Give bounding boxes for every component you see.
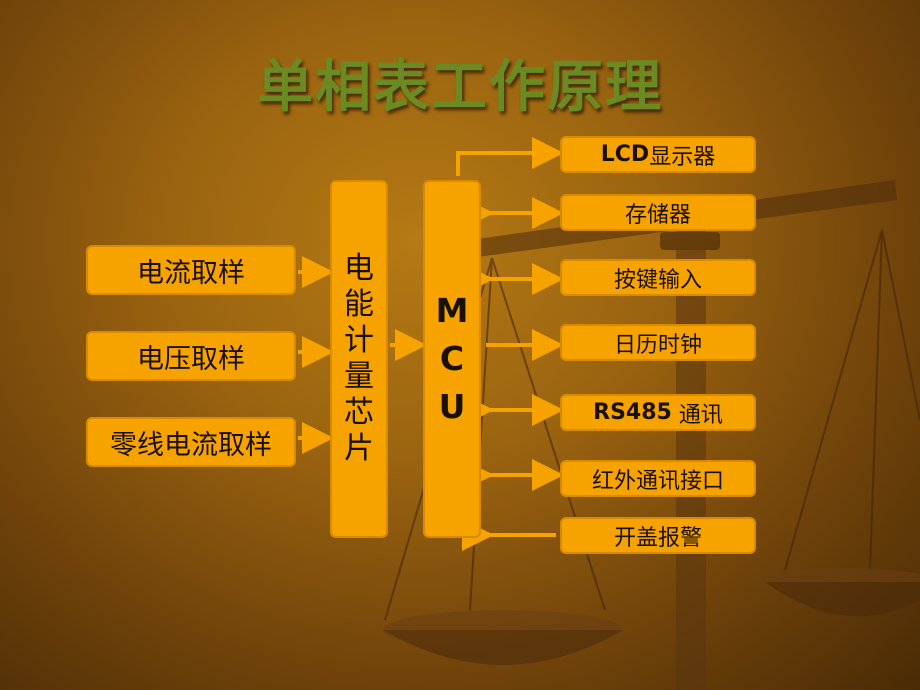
input-voltage-label: 电压取样 — [137, 343, 245, 375]
output-infrared: 红外通讯接口 — [560, 460, 756, 497]
mcu-char: U — [438, 386, 466, 426]
chip-char: 计 — [344, 323, 374, 358]
chip-char: 片 — [344, 431, 374, 466]
output-lcd-label-a: LCD — [600, 142, 650, 167]
page-title: 单相表工作原理 — [257, 55, 663, 120]
output-storage: 存储器 — [560, 194, 756, 231]
chip-char: 能 — [344, 287, 374, 322]
output-keys-label: 按键输入 — [613, 267, 702, 293]
chip-char: 量 — [344, 359, 374, 394]
output-lcd-label-b: 显示器 — [649, 144, 716, 170]
mcu-char: C — [439, 339, 465, 379]
input-neutral-label: 零线电流取样 — [110, 429, 272, 461]
output-key-input: 按键输入 — [560, 259, 756, 296]
input-current-sampling: 电流取样 — [86, 245, 296, 295]
input-voltage-sampling: 电压取样 — [86, 331, 296, 381]
output-rs485-label-b: 通讯 — [671, 402, 723, 428]
output-rs485: RS485 通讯 — [560, 394, 756, 431]
mcu-box: M C U — [423, 180, 481, 538]
input-neutral-current-sampling: 零线电流取样 — [86, 417, 296, 467]
output-cover-alarm: 开盖报警 — [560, 517, 756, 554]
chip-char: 芯 — [344, 395, 374, 430]
mcu-char: M — [435, 291, 469, 331]
chip-char: 电 — [344, 251, 374, 286]
output-clock-label: 日历时钟 — [613, 332, 702, 358]
output-calendar-clock: 日历时钟 — [560, 324, 756, 361]
metering-chip-box: 电 能 计 量 芯 片 — [330, 180, 388, 538]
output-ir-label: 红外通讯接口 — [591, 468, 724, 494]
output-cover-label: 开盖报警 — [613, 525, 702, 551]
output-storage-label: 存储器 — [624, 202, 691, 228]
output-rs485-label-a: RS485 — [593, 400, 672, 425]
input-current-label: 电流取样 — [137, 257, 245, 289]
